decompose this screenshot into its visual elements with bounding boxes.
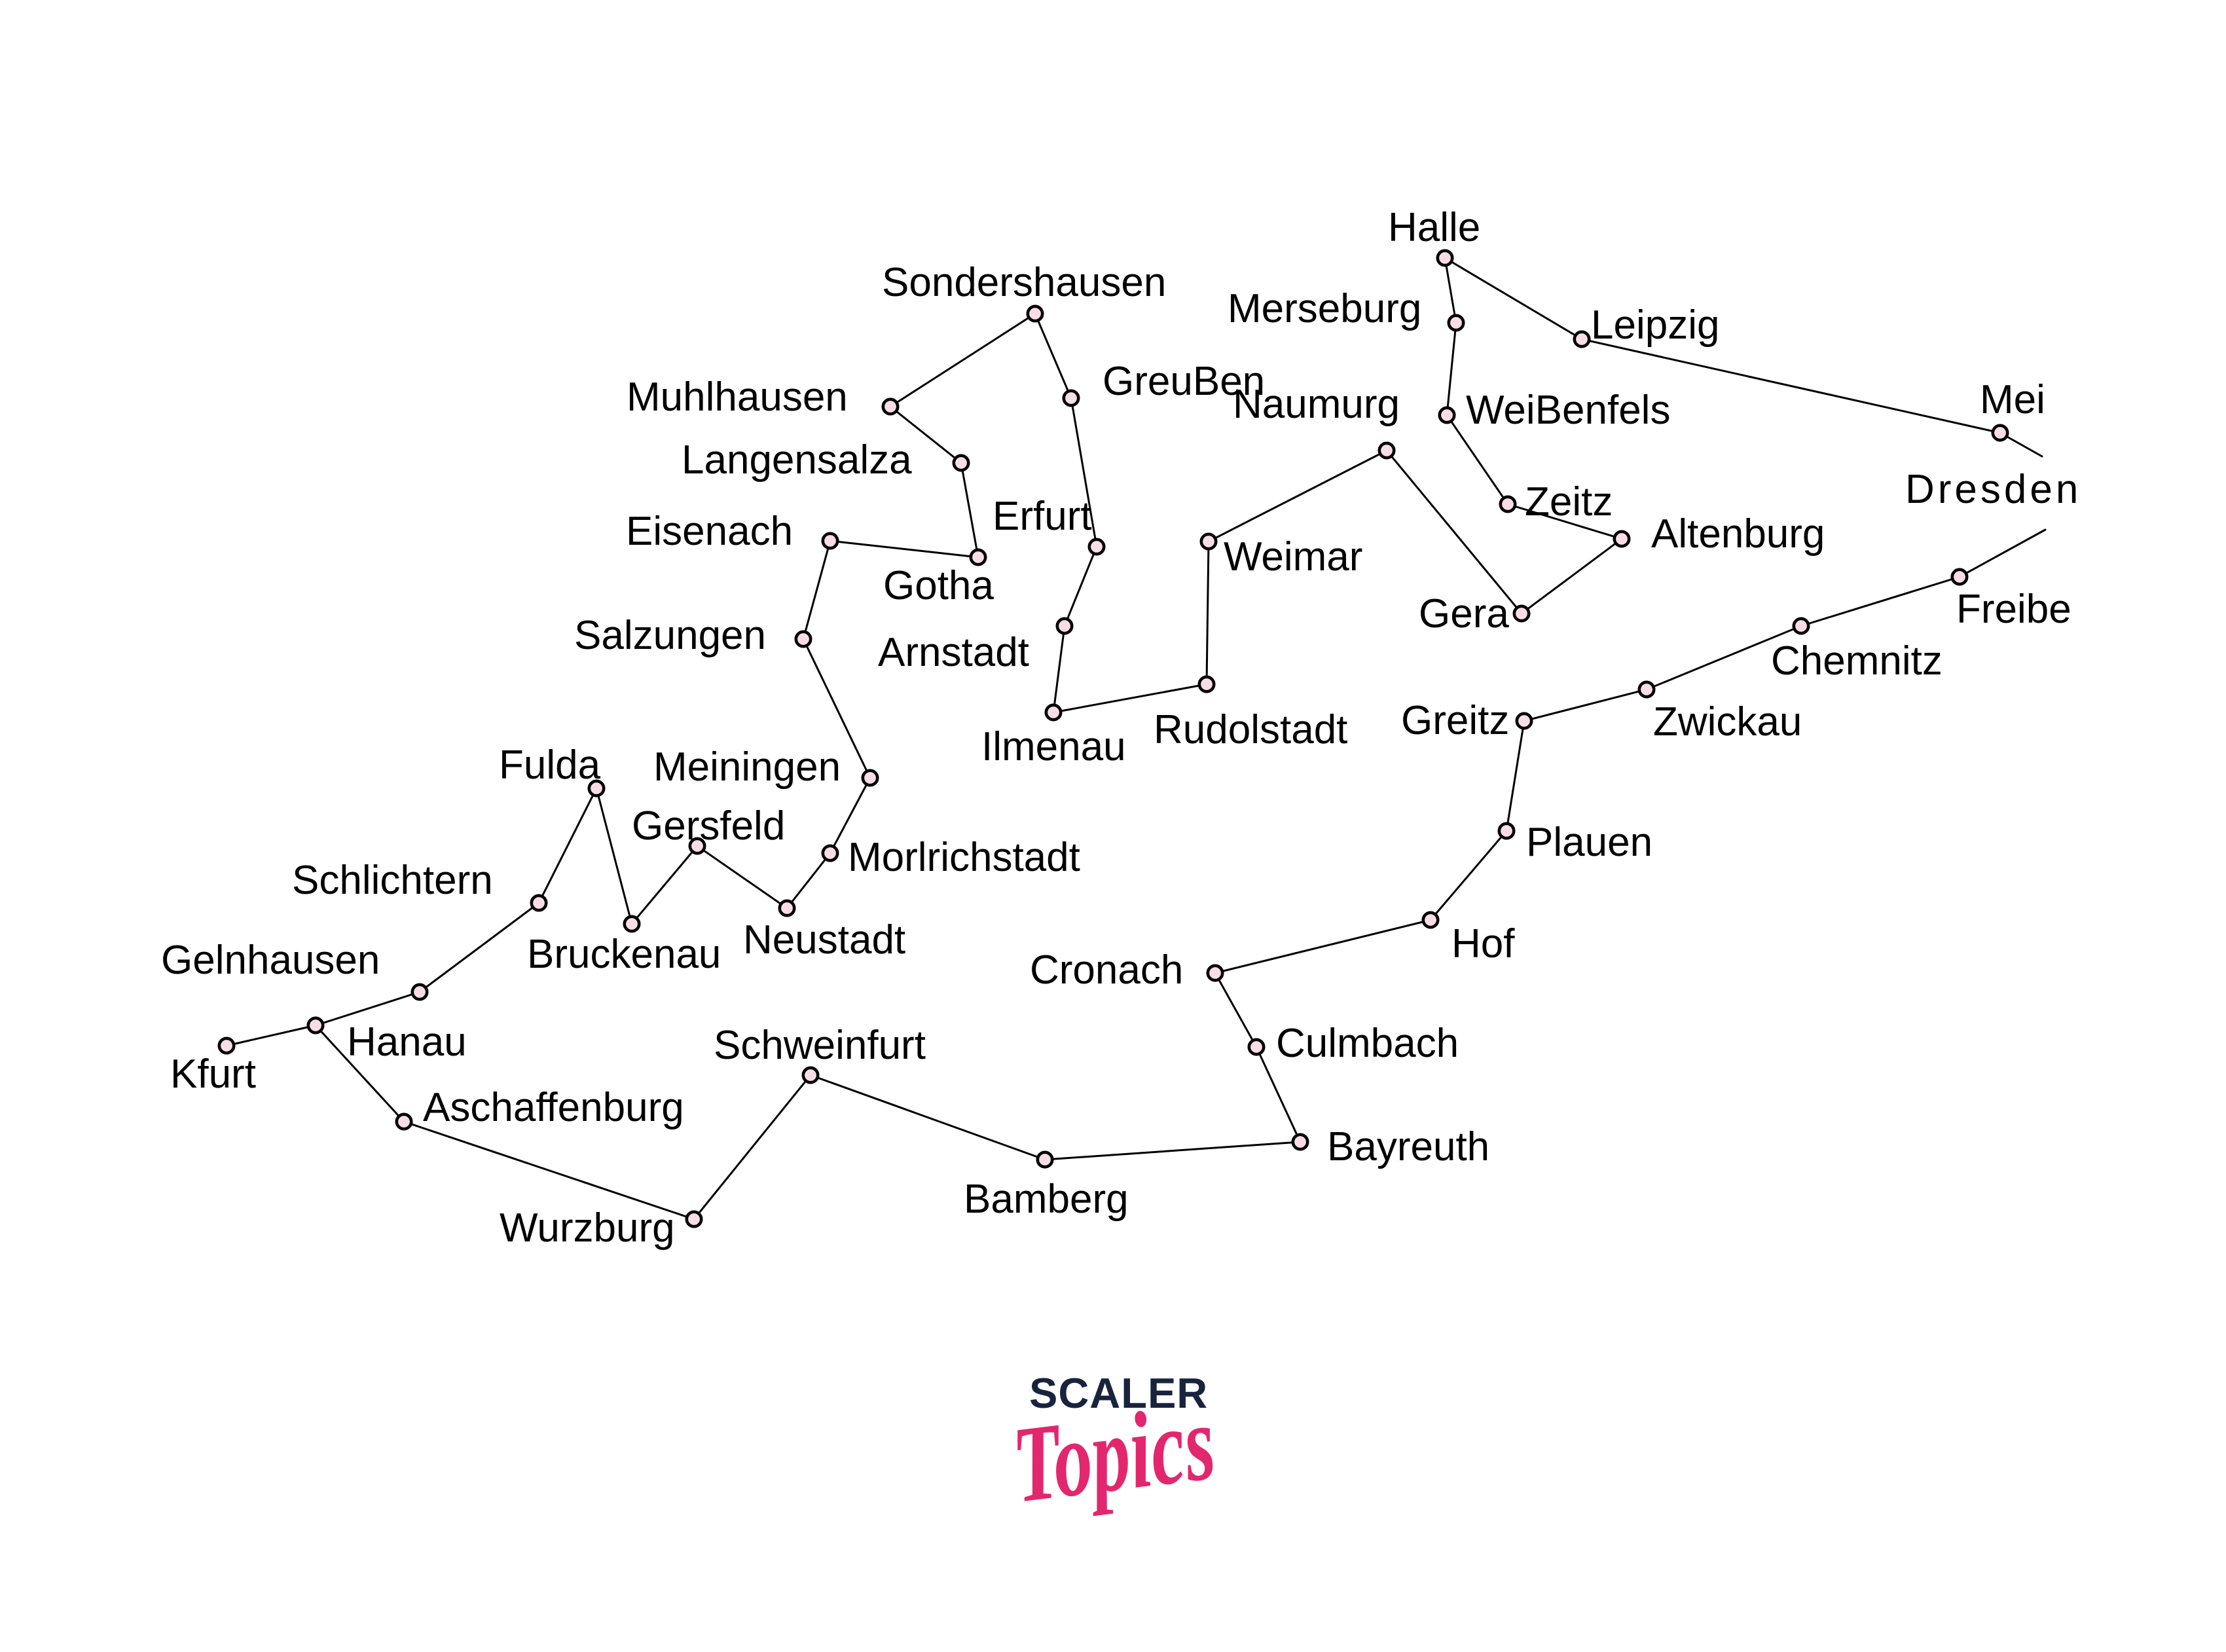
svg-text:Schweinfurt: Schweinfurt [714,1023,926,1068]
svg-text:Gera: Gera [1419,591,1509,636]
svg-text:Freibe: Freibe [1956,587,2071,632]
svg-text:Topics: Topics [1006,1382,1221,1526]
svg-text:Hof: Hof [1451,921,1515,966]
svg-text:Eisenach: Eisenach [626,509,793,554]
svg-text:Aschaffenburg: Aschaffenburg [423,1085,684,1130]
svg-text:Altenburg: Altenburg [1651,511,1825,557]
svg-text:Erfurt: Erfurt [993,494,1092,539]
svg-text:GreuBen: GreuBen [1103,359,1265,404]
svg-text:WeiBenfels: WeiBenfels [1466,388,1670,433]
svg-text:Bayreuth: Bayreuth [1327,1124,1489,1169]
svg-text:Mei: Mei [1980,377,2045,422]
svg-text:Zwickau: Zwickau [1653,699,1802,744]
svg-text:Salzungen: Salzungen [574,613,766,658]
svg-text:Dresden: Dresden [1905,467,2081,512]
svg-text:Hanau: Hanau [347,1019,467,1065]
svg-text:Rudolstadt: Rudolstadt [1154,707,1347,752]
svg-text:Kfurt: Kfurt [170,1052,256,1097]
svg-text:Plauen: Plauen [1526,820,1652,865]
svg-text:Ilmenau: Ilmenau [981,724,1126,769]
svg-text:Weimar: Weimar [1224,534,1362,579]
svg-text:Merseburg: Merseburg [1228,286,1421,331]
svg-text:Muhlhausen: Muhlhausen [627,375,848,420]
svg-text:Gotha: Gotha [883,563,994,608]
svg-text:Halle: Halle [1388,205,1480,250]
svg-text:Cronach: Cronach [1030,947,1183,993]
svg-text:Zeitz: Zeitz [1525,479,1613,524]
svg-text:Neustadt: Neustadt [743,917,905,963]
svg-text:Arnstadt: Arnstadt [878,630,1029,675]
svg-text:Chemnitz: Chemnitz [1771,638,1943,684]
svg-text:Bruckenau: Bruckenau [527,932,721,977]
svg-text:Naumurg: Naumurg [1233,382,1400,427]
svg-text:Gersfeld: Gersfeld [632,803,785,849]
svg-text:Gelnhausen: Gelnhausen [161,938,380,983]
svg-text:Sondershausen: Sondershausen [882,260,1166,305]
svg-text:Wurzburg: Wurzburg [500,1205,675,1251]
svg-text:Langensalza: Langensalza [682,437,912,483]
svg-text:Bamberg: Bamberg [964,1177,1129,1222]
svg-text:Meiningen: Meiningen [653,744,841,790]
svg-text:Morlrichstadt: Morlrichstadt [848,835,1080,880]
svg-text:Greitz: Greitz [1401,698,1509,743]
svg-text:Culmbach: Culmbach [1276,1021,1459,1066]
svg-text:Fulda: Fulda [499,743,601,788]
svg-text:Leipzig: Leipzig [1591,303,1719,348]
svg-text:SCALER: SCALER [1029,1369,1208,1417]
svg-text:Schlichtern: Schlichtern [292,858,493,903]
